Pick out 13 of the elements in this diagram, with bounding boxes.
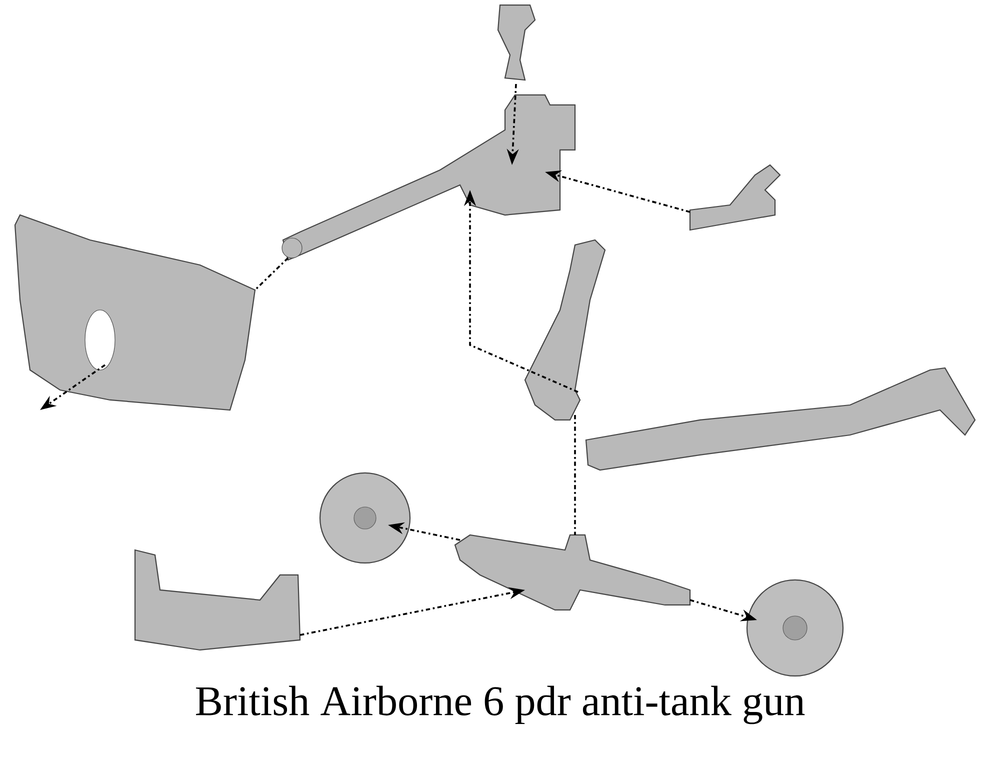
gun-barrel-drawing: [282, 94, 576, 261]
trail-leg-drawing: [524, 239, 606, 421]
dash-dot-line: [254, 257, 289, 291]
wheel-drawing: [319, 472, 411, 564]
wheel-drawing: [746, 579, 844, 677]
trail-drawing: [585, 367, 976, 471]
gun-shield-drawing: [14, 214, 256, 411]
handle-part-drawing: [689, 164, 781, 231]
sight-part-drawing: [497, 4, 536, 81]
dash-dot-line: [574, 415, 576, 535]
lower-shield-drawing: [134, 549, 301, 651]
axle-drawing: [454, 534, 691, 611]
title: British Airborne 6 pdr anti-tank gun: [196, 686, 805, 724]
